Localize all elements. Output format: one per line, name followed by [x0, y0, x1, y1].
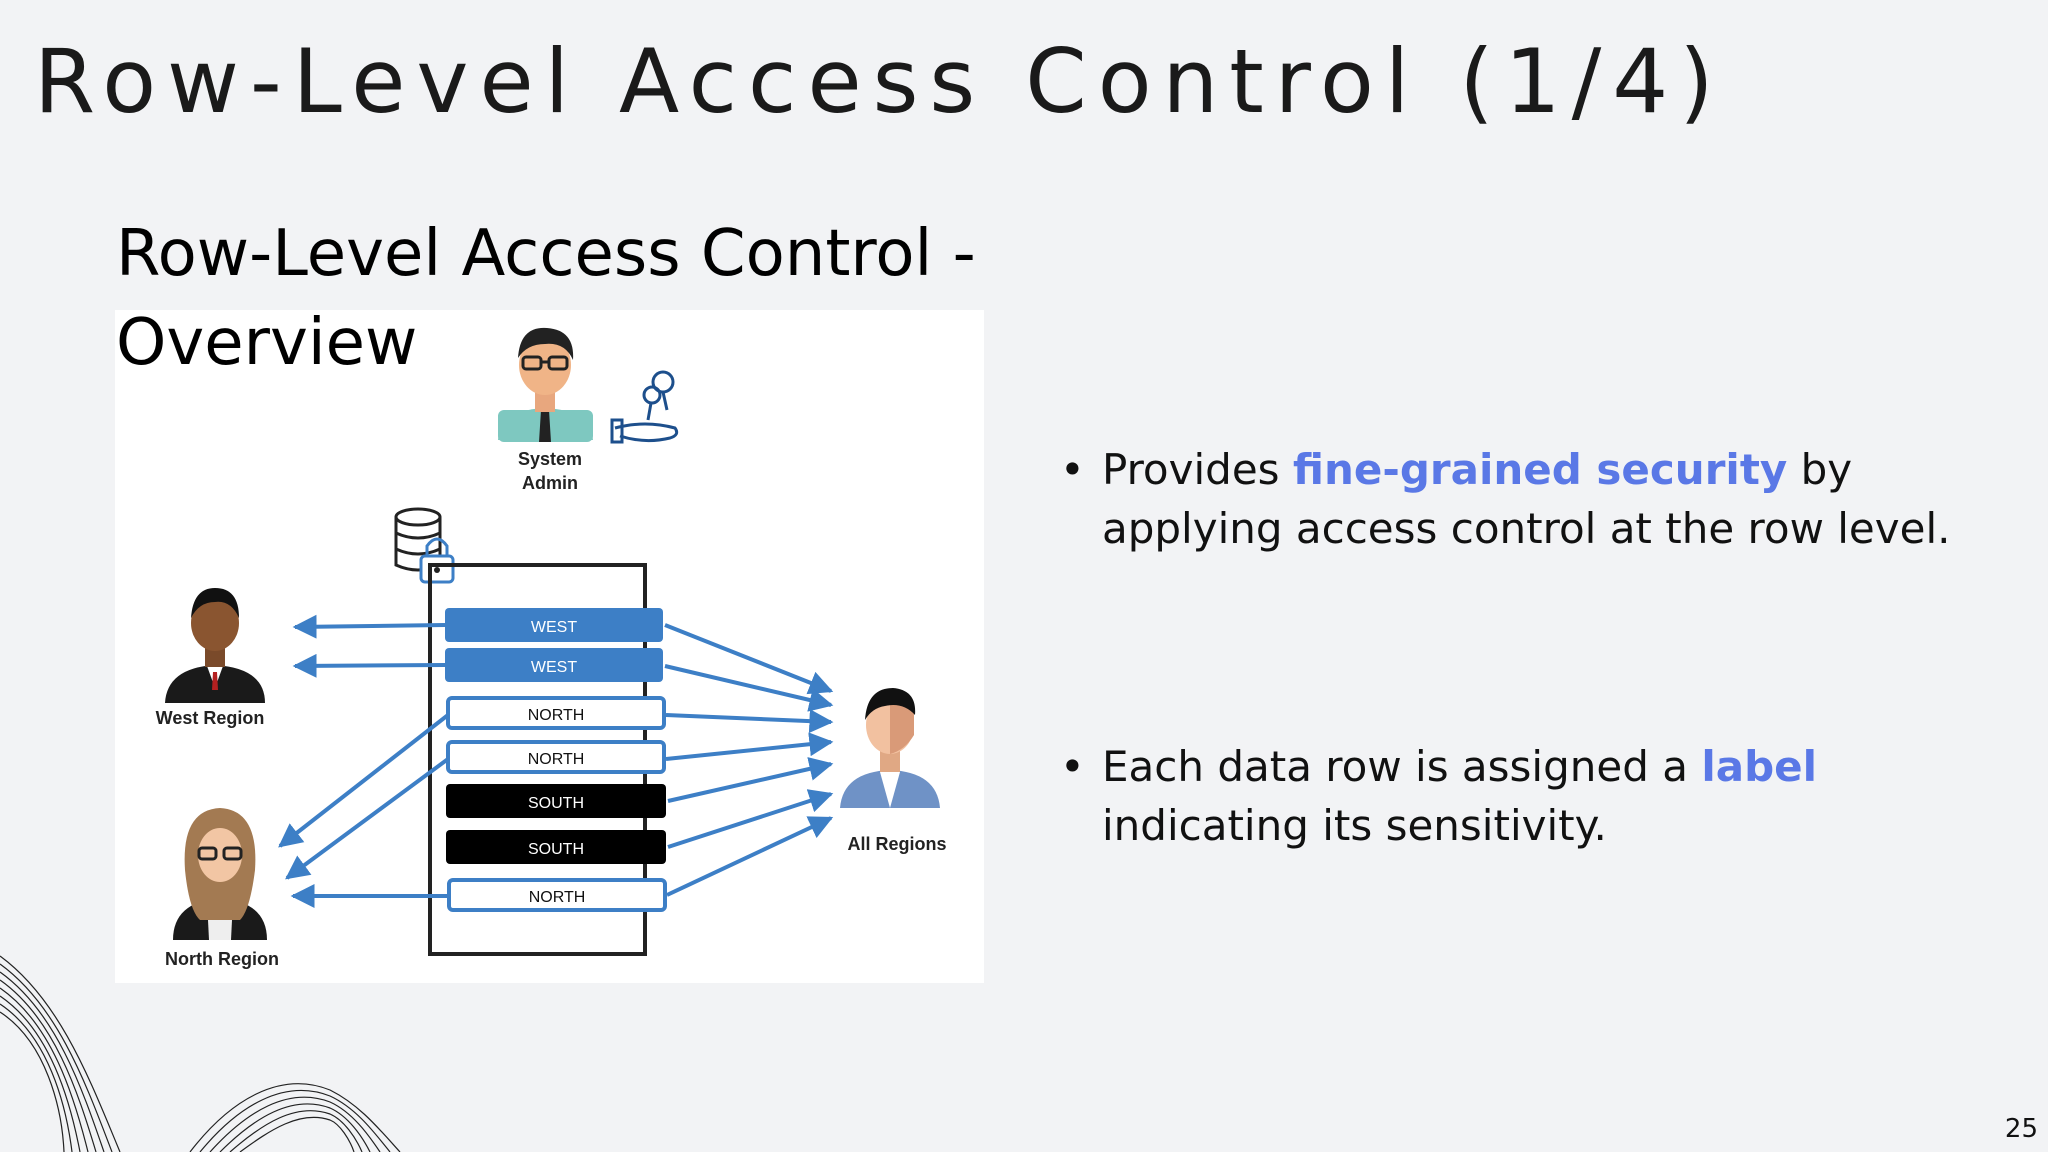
bullet-text-line2: indicating its sensitivity.	[1102, 801, 1607, 850]
bullet-text-line2: applying access control at the row level…	[1102, 504, 1951, 553]
bullet-text: Each data row is assigned a label indica…	[1102, 737, 2032, 855]
bullet-text-before: Provides	[1102, 445, 1293, 494]
key-hand-icon	[610, 370, 679, 444]
row-label: SOUTH	[528, 795, 584, 812]
row-west-2: WEST	[445, 648, 663, 682]
slide-subtitle: Row-Level Access Control - Overview	[116, 217, 976, 380]
row-label: WEST	[531, 659, 577, 676]
west-region-label: West Region	[156, 708, 265, 728]
row-label: NORTH	[528, 707, 585, 724]
decorative-wave-lines	[0, 955, 401, 1152]
all-regions-label: All Regions	[847, 834, 946, 854]
row-south-1: SOUTH	[446, 784, 666, 818]
bullet-dot: •	[1060, 445, 1085, 494]
row-south-2: SOUTH	[446, 830, 666, 864]
bullet-highlight: fine-grained security	[1292, 445, 1788, 494]
bullet-dot: •	[1060, 742, 1085, 791]
row-label: NORTH	[529, 889, 586, 906]
north-region-person-icon	[173, 808, 267, 940]
slide-title: Row-Level Access Control (1/4)	[34, 30, 1725, 133]
row-label: SOUTH	[528, 841, 584, 858]
row-west-1: WEST	[445, 608, 663, 642]
row-label: WEST	[531, 619, 577, 636]
access-control-diagram: System Admin WEST WEST NORTH	[115, 310, 984, 983]
row-north-3: NORTH	[447, 878, 667, 912]
bullet-highlight: label	[1701, 742, 1818, 791]
west-region-person-icon	[165, 588, 265, 703]
row-north-1: NORTH	[446, 696, 666, 730]
all-regions-person-icon	[840, 688, 940, 808]
bullet-text: Provides fine-grained security by applyi…	[1102, 440, 2032, 558]
database-lock-icon	[394, 507, 455, 584]
north-region-label: North Region	[165, 949, 279, 969]
bullet-text-after: by	[1787, 445, 1853, 494]
diagram-svg: System Admin WEST WEST NORTH	[156, 327, 947, 969]
system-admin-icon	[498, 327, 593, 442]
bullet-text-before: Each data row is assigned a	[1102, 742, 1702, 791]
page-number: 25	[2004, 1114, 2038, 1144]
admin-label-line1: System	[518, 449, 582, 469]
row-label: NORTH	[528, 751, 585, 768]
admin-label-line2: Admin	[522, 473, 578, 493]
row-north-2: NORTH	[446, 740, 666, 774]
arrows	[278, 614, 834, 908]
